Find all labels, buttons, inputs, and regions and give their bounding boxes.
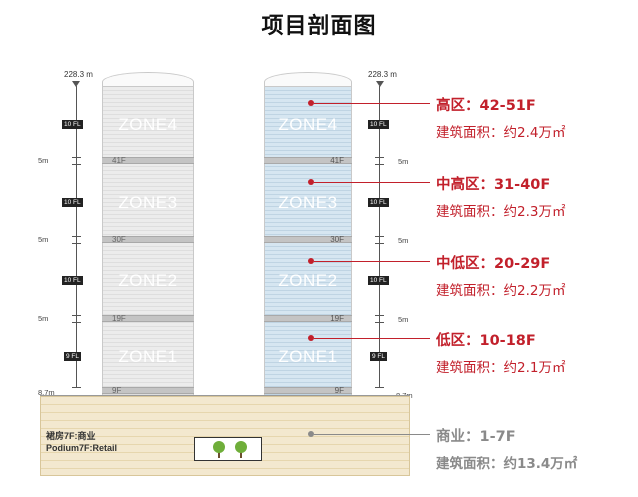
zone2-area: 建筑面积：约2.2万㎡ [436,283,566,299]
zone3-area: 建筑面积：约2.3万㎡ [436,204,566,220]
zone4-marker [308,100,314,106]
page-title: 项目剖面图 [261,14,377,39]
right-dimension-line [379,86,380,388]
left-refuge-height: 5m [38,235,49,244]
zone3-marker [308,179,314,185]
right-refuge-height: 5m [398,315,409,324]
zone2-leader-line [314,261,430,262]
left-dim-tick [72,243,81,244]
podium-marker [308,431,314,437]
right-top-elevation: 228.3 m [368,70,397,79]
zone4-leader-line [314,103,430,104]
right-zone1-floor-count: 9 FL [370,352,388,361]
right-tower-crown [264,72,352,86]
tree-icon [213,441,247,458]
left-dimension-line [76,86,77,388]
left-base-elevation: 8.7m [38,388,55,397]
right-dim-tick [375,157,384,158]
left-refuge-floor-9 [102,387,194,394]
left-dim-tick [72,157,81,158]
left-dim-tick [72,322,81,323]
left-refuge-height: 5m [38,314,49,323]
right-top-elevation-marker [376,81,384,87]
right-refuge-label-9: 9F [334,386,344,395]
zone1-leader-line [314,338,430,339]
right-dim-tick [375,164,384,165]
zone1-marker [308,335,314,341]
podium-atrium [194,437,262,461]
ground-line [40,395,410,396]
right-dim-tick [375,322,384,323]
right-zone3-floor-count: 10 FL [368,198,389,207]
right-refuge-label-41: 41F [330,156,344,165]
left-zone3-floor-count: 10 FL [62,198,83,207]
right-zone1-label: ZONE1 [278,347,338,366]
left-refuge-label-9: 9F [112,386,122,395]
left-dim-tick [72,164,81,165]
left-zone2-label: ZONE2 [118,271,178,290]
podium-label-cn: 裙房7F:商业 [46,431,96,441]
right-zone4-floor-count: 10 FL [368,120,389,129]
podium-heading: 商业：1-7F [436,429,516,445]
left-dim-tick [72,387,81,388]
left-refuge-floor-19 [102,315,194,322]
left-top-elevation: 228.3 m [64,70,93,79]
right-refuge-height: 5m [398,236,409,245]
podium-label-en: Podium7F:Retail [46,443,118,453]
zone4-area: 建筑面积：约2.4万㎡ [436,125,566,141]
right-zone2-floor-count: 10 FL [368,276,389,285]
right-dim-tick [375,243,384,244]
left-zone4-floor-count: 10 FL [62,120,83,129]
left-zone4-label: ZONE4 [118,115,178,134]
left-refuge-floor-41 [102,157,194,164]
right-dim-tick [375,236,384,237]
right-zone4-label: ZONE4 [278,115,338,134]
zone3-heading: 中高区：31-40F [436,177,551,193]
left-zone1-label: ZONE1 [118,347,178,366]
right-dim-tick [375,387,384,388]
right-refuge-label-19: 19F [330,314,344,323]
left-zone1-floor-count: 9 FL [64,352,82,361]
right-refuge-floor-41 [264,157,352,164]
right-zone2-label: ZONE2 [278,271,338,290]
left-refuge-label-41: 41F [112,156,126,165]
left-dim-tick [72,236,81,237]
podium-leader-line [314,434,430,435]
right-refuge-height: 5m [398,157,409,166]
right-refuge-floor-30 [264,236,352,243]
left-refuge-floor-30 [102,236,194,243]
zone4-heading: 高区：42-51F [436,98,536,114]
zone1-area: 建筑面积：约2.1万㎡ [436,360,566,376]
podium-area: 建筑面积：约13.4万㎡ [436,456,578,472]
left-zone3-label: ZONE3 [118,193,178,212]
left-dim-tick [72,315,81,316]
right-dim-tick [375,315,384,316]
left-refuge-label-30: 30F [112,235,126,244]
zone2-heading: 中低区：20-29F [436,256,551,272]
left-refuge-height: 5m [38,156,49,165]
left-refuge-label-19: 19F [112,314,126,323]
right-zone3-label: ZONE3 [278,193,338,212]
left-zone2-floor-count: 10 FL [62,276,83,285]
zone3-leader-line [314,182,430,183]
right-refuge-floor-19 [264,315,352,322]
right-refuge-label-30: 30F [330,235,344,244]
right-refuge-floor-9 [264,387,352,394]
left-top-elevation-marker [72,81,80,87]
zone1-heading: 低区：10-18F [436,333,536,349]
podium-block [40,396,410,476]
left-tower-crown [102,72,194,86]
zone2-marker [308,258,314,264]
